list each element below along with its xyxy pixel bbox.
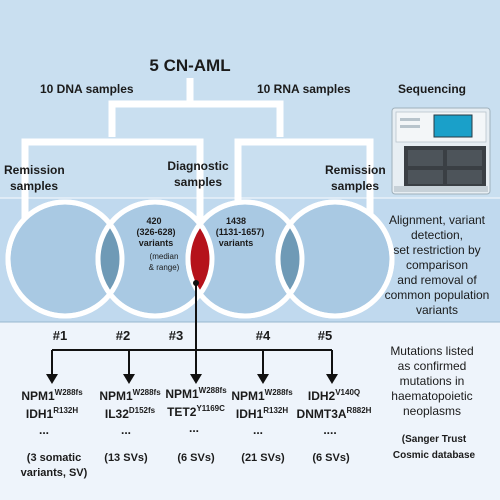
- diagnostic-connector-dot: [193, 280, 199, 286]
- case-number-5: #5: [318, 328, 332, 343]
- case-arrows: [51, 283, 333, 375]
- dna-variant-count: 420: [146, 216, 161, 226]
- svg-text:(6 SVs): (6 SVs): [312, 452, 350, 464]
- rna-variant-range: (1131-1657): [216, 227, 265, 237]
- svg-text:haematopoietic: haematopoietic: [391, 389, 472, 403]
- dna-variant-note-1: (median: [150, 252, 179, 261]
- svg-text:NPM1W288fs: NPM1W288fs: [231, 388, 293, 403]
- bottom-band: [0, 322, 500, 500]
- remission-left-label-1: Remission: [4, 163, 65, 177]
- source-note: (Sanger Trust Cosmic database: [393, 434, 476, 461]
- case-5-mutations: IDH2V140Q DNMT3AR882H .... (6 SVs): [297, 388, 372, 464]
- dna-variant-unit: variants: [139, 238, 174, 248]
- svg-text:Alignment, variant: Alignment, variant: [389, 213, 486, 227]
- svg-text:(Sanger Trust: (Sanger Trust: [402, 434, 467, 445]
- svg-text:....: ....: [323, 423, 336, 437]
- svg-text:comparison: comparison: [406, 258, 468, 272]
- svg-text:as confirmed: as confirmed: [398, 359, 467, 373]
- svg-text:...: ...: [189, 421, 199, 435]
- case-number-2: #2: [116, 328, 130, 343]
- svg-text:and removal of: and removal of: [397, 273, 477, 287]
- sequencer-icon: [391, 107, 491, 195]
- case-3-mutations: NPM1W288fs TET2Y1169C ... (6 SVs): [165, 386, 227, 464]
- svg-text:Cosmic database: Cosmic database: [393, 450, 476, 461]
- case-2-mutations: NPM1W288fs IL32D152fs ... (13 SVs): [99, 388, 161, 464]
- case-4-mutations: NPM1W288fs IDH1R132H ... (21 SVs): [231, 388, 293, 464]
- sample-tree: [21, 78, 374, 220]
- svg-text:detection,: detection,: [411, 228, 463, 242]
- svg-text:NPM1W288fs: NPM1W288fs: [99, 388, 161, 403]
- svg-text:IDH1R132H: IDH1R132H: [26, 406, 78, 421]
- case-number-4: #4: [256, 328, 271, 343]
- svg-text:IDH1R132H: IDH1R132H: [236, 406, 288, 421]
- remission-right-label-2: samples: [331, 179, 379, 193]
- diagnostic-label-2: samples: [174, 175, 222, 189]
- svg-text:variants, SV): variants, SV): [21, 467, 88, 479]
- svg-text:IDH2V140Q: IDH2V140Q: [308, 388, 360, 403]
- sequencing-label: Sequencing: [398, 82, 466, 96]
- svg-text:neoplasms: neoplasms: [403, 404, 461, 418]
- case-number-3: #3: [169, 328, 183, 343]
- svg-text:Mutations listed: Mutations listed: [390, 344, 473, 358]
- svg-text:(13 SVs): (13 SVs): [104, 452, 148, 464]
- rna-variant-count: 1438: [226, 216, 246, 226]
- case-numbers: #1 #2 #3 #4 #5: [53, 328, 332, 343]
- venn-diagram: [5, 199, 395, 319]
- dna-variant-range: (326-628): [136, 227, 175, 237]
- diagram-title: 5 CN-AML: [149, 56, 230, 75]
- svg-text:(21 SVs): (21 SVs): [241, 452, 285, 464]
- svg-text:...: ...: [121, 423, 131, 437]
- rna-samples-label: 10 RNA samples: [257, 82, 351, 96]
- remission-right-label-1: Remission: [325, 163, 386, 177]
- svg-text:...: ...: [253, 423, 263, 437]
- case-number-1: #1: [53, 328, 67, 343]
- svg-text:mutations in: mutations in: [400, 374, 465, 388]
- svg-text:NPM1W288fs: NPM1W288fs: [165, 386, 227, 401]
- diagnostic-label-1: Diagnostic: [167, 159, 229, 173]
- svg-text:DNMT3AR882H: DNMT3AR882H: [297, 406, 372, 421]
- alignment-description: Alignment, variant detection, set restri…: [385, 213, 490, 317]
- case-1-mutations: NPM1W288fs IDH1R132H ... (3 somatic vari…: [21, 388, 88, 479]
- svg-text:common population: common population: [385, 288, 490, 302]
- mutations-description: Mutations listed as confirmed mutations …: [390, 344, 473, 418]
- rna-variant-unit: variants: [219, 238, 254, 248]
- dna-variant-note-2: & range): [149, 263, 180, 272]
- arrowheads: [46, 374, 338, 384]
- svg-text:NPM1W288fs: NPM1W288fs: [21, 388, 83, 403]
- svg-text:TET2Y1169C: TET2Y1169C: [167, 404, 225, 419]
- svg-text:set restriction by: set restriction by: [393, 243, 480, 257]
- svg-text:...: ...: [39, 423, 49, 437]
- remission-left-label-2: samples: [10, 179, 58, 193]
- svg-text:IL32D152fs: IL32D152fs: [105, 406, 156, 421]
- dna-samples-label: 10 DNA samples: [40, 82, 134, 96]
- svg-text:(6 SVs): (6 SVs): [177, 452, 215, 464]
- svg-text:variants: variants: [416, 303, 458, 317]
- svg-text:(3 somatic: (3 somatic: [27, 452, 81, 464]
